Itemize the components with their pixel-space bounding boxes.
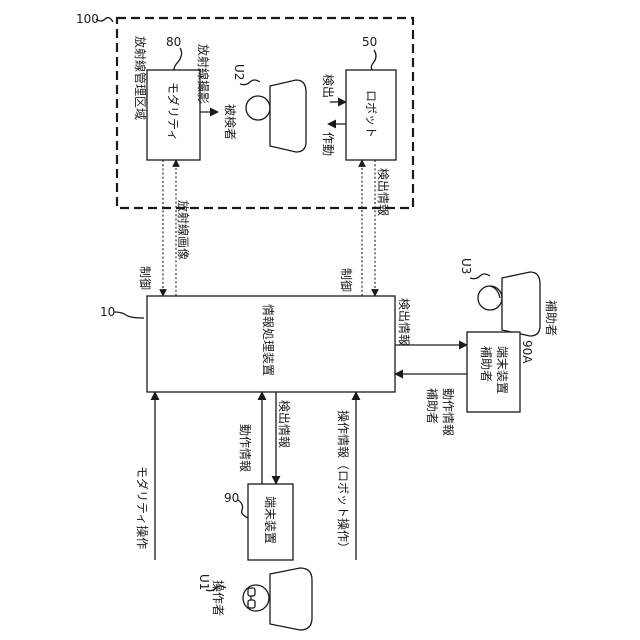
assistant-motion-label-2: 動作情報 bbox=[441, 388, 455, 436]
control-left-label: 制御 bbox=[138, 266, 153, 290]
assistant-person-icon bbox=[478, 272, 540, 336]
detection-info-top-label: 検出情報 bbox=[376, 168, 390, 216]
ipd-label: 情報処理装置 bbox=[261, 304, 275, 376]
subject-person-icon bbox=[246, 80, 306, 152]
modality-ref-label: 80 bbox=[166, 35, 181, 49]
assistant-label: 補助者 bbox=[544, 300, 558, 336]
operation-info-label: 操作情報（ロボット操作） bbox=[336, 410, 351, 554]
assistant-terminal-ref-label: 90A bbox=[520, 340, 534, 364]
motion-info-label: 動作情報 bbox=[238, 424, 252, 472]
assistant-ref-label: U3 bbox=[459, 258, 473, 274]
operator-ref-label: U1 bbox=[197, 574, 211, 590]
modality-label: モダリティ bbox=[166, 82, 181, 141]
modality-operation-label: モダリティ操作 bbox=[135, 466, 150, 549]
ipd-ref-leader bbox=[114, 312, 144, 318]
actuate-label: 作動 bbox=[321, 132, 335, 156]
robot-ref-label: 50 bbox=[362, 35, 377, 49]
control-right-label: 制御 bbox=[339, 268, 354, 292]
assistant-terminal-label-2: 端末装置 bbox=[495, 346, 509, 394]
terminal-ref-leader bbox=[238, 500, 248, 518]
subject-ref-leader bbox=[240, 80, 260, 85]
detection-info-mid-label: 検出情報 bbox=[397, 298, 411, 346]
radiation-image-label: 放射線画像 bbox=[176, 200, 191, 260]
robot-ref-leader bbox=[371, 50, 376, 70]
assistant-ref-leader bbox=[470, 274, 490, 279]
assistant-terminal-label-1: 補助者 bbox=[479, 346, 493, 382]
modality-ref-leader bbox=[174, 48, 182, 70]
ipd-ref-label: 10 bbox=[100, 305, 115, 319]
terminal-ref-label: 90 bbox=[224, 491, 239, 505]
terminal-label: 端末装置 bbox=[263, 496, 277, 544]
subject-label: 被検者 bbox=[223, 104, 237, 140]
area-title: 放射線管理区域 bbox=[133, 36, 148, 120]
operator-label: 操作者 bbox=[211, 580, 226, 616]
assistant-motion-label-1: 補助者 bbox=[425, 388, 439, 424]
operator-person-icon bbox=[243, 568, 312, 630]
system-ref-label: 100 bbox=[76, 12, 99, 26]
subject-ref-label: U2 bbox=[232, 64, 246, 80]
detect-label: 検出 bbox=[321, 74, 335, 98]
robot-label: ロボット bbox=[364, 90, 378, 138]
detection-info-low-label: 検出情報 bbox=[277, 400, 291, 448]
radiography-label: 放射線撮影 bbox=[196, 44, 211, 104]
